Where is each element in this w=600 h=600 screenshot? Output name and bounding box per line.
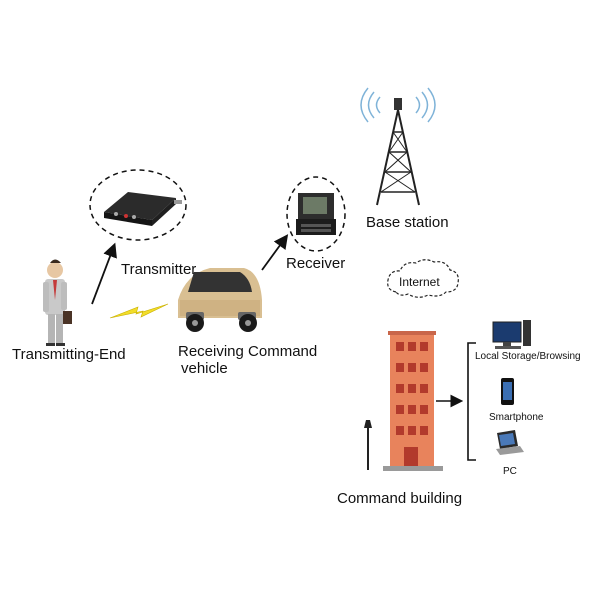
- internet-cloud-icon: [387, 259, 459, 298]
- businessman-icon: [43, 259, 72, 346]
- base-station-label: Base station: [366, 214, 449, 231]
- vehicle-label-line2: vehicle: [181, 360, 228, 377]
- transmitter-highlight: [89, 169, 187, 241]
- command-building-label: Command building: [337, 490, 463, 507]
- transmitting-end-label: Transmitting-End: [12, 346, 126, 363]
- smartphone-label: Smartphone: [489, 412, 544, 423]
- receiver-label: Receiver: [286, 255, 346, 272]
- laptop-icon: [496, 430, 524, 455]
- street-lamp-icon: [364, 420, 372, 470]
- arrow-to-transmitter: [91, 242, 117, 305]
- arrow-to-receiver: [261, 234, 289, 271]
- local-storage-label: Local Storage/Browsing: [475, 351, 581, 362]
- transmitter-label: Transmitter: [121, 261, 197, 278]
- device-bracket: [467, 342, 476, 461]
- vehicle-label-line1: Receiving Command: [178, 343, 318, 360]
- smartphone-icon: [501, 378, 514, 405]
- desktop-computer-icon: [492, 320, 531, 349]
- car-icon: [178, 268, 262, 332]
- lightning-icon: [109, 303, 169, 319]
- building-icon: [383, 331, 443, 471]
- receiver-highlight: [286, 176, 346, 252]
- cell-tower-icon: [360, 87, 436, 206]
- receiver-case-icon: [296, 193, 336, 235]
- pc-label: PC: [503, 466, 517, 477]
- internet-label: Internet: [399, 275, 440, 289]
- transmitter-device-icon: [104, 192, 182, 226]
